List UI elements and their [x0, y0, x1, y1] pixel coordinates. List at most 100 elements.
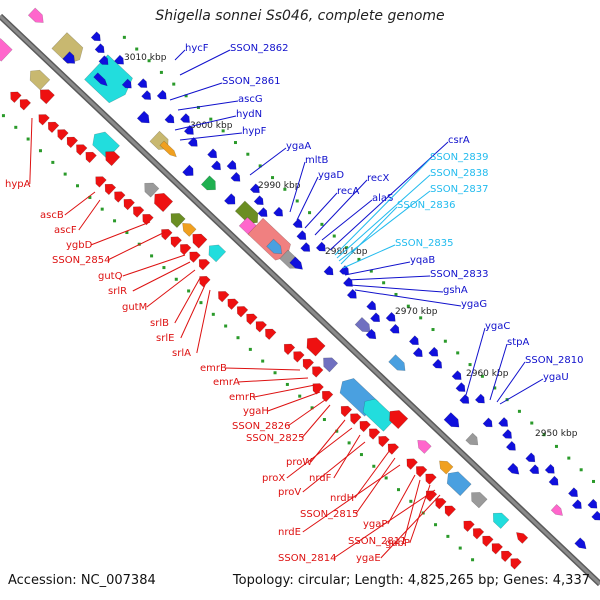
gene-feature: [354, 316, 371, 333]
gene-shape: [154, 193, 174, 213]
gene-shape: [406, 458, 418, 470]
gene-feature: [180, 244, 192, 256]
tick-dot: [14, 125, 18, 129]
gene-feature: [180, 113, 190, 123]
tick-dot: [122, 35, 126, 39]
gene-shape: [510, 558, 522, 570]
tick-dot: [458, 546, 462, 550]
gene-feature: [417, 440, 432, 454]
tick-dot: [443, 339, 447, 343]
gene-shape: [346, 288, 357, 299]
gene-shape: [123, 198, 135, 211]
gene-feature: [300, 242, 311, 252]
gene-feature: [170, 213, 186, 228]
gene-label: ascB: [40, 210, 64, 221]
gene-shape: [84, 54, 133, 104]
gene-shape: [482, 535, 494, 547]
gene-feature: [502, 428, 512, 439]
gene-shape: [446, 471, 472, 497]
tick-dot: [446, 534, 450, 538]
label-leader-line: [180, 284, 206, 339]
gene-shape: [164, 113, 175, 124]
tick-dot: [468, 363, 472, 367]
gene-feature: [525, 452, 536, 463]
gene-shape: [472, 528, 485, 540]
label-leader-line: [296, 176, 319, 221]
label-leader-line: [64, 191, 96, 216]
label-leader-line: [287, 399, 326, 427]
gene-feature: [425, 473, 437, 485]
gene-label: ygaU: [543, 372, 569, 383]
gene-shape: [29, 69, 51, 91]
gene-shape: [180, 244, 192, 256]
gene-label: SSON_2826: [232, 421, 291, 432]
gene-shape: [253, 195, 264, 205]
gene-shape: [283, 343, 296, 356]
gene-shape: [465, 432, 479, 446]
gene-shape: [236, 306, 249, 318]
tick-dot: [298, 394, 302, 398]
tick-dot: [369, 269, 373, 273]
gene-label: ygbD: [66, 240, 93, 251]
label-leader-line: [354, 449, 391, 499]
gene-shape: [350, 413, 362, 425]
label-leader-line: [90, 221, 151, 246]
label-leader-line: [179, 49, 231, 76]
gene-feature: [439, 460, 454, 475]
gene-shape: [439, 460, 454, 475]
tick-dot: [357, 257, 361, 261]
label-leader-line: [289, 161, 306, 213]
label-leader-line: [196, 289, 211, 354]
gene-label: ygaC: [485, 321, 510, 332]
gene-label: proX: [262, 473, 285, 484]
gene-feature: [0, 38, 13, 62]
gene-shape: [62, 51, 76, 64]
scale-label: 2970 kbp: [395, 307, 438, 317]
tick-dot: [592, 479, 596, 483]
gene-shape: [378, 435, 390, 448]
tick-dot: [419, 316, 423, 320]
gene-feature: [289, 256, 303, 270]
gene-shape: [296, 230, 307, 240]
gene-feature: [505, 440, 516, 451]
gene-feature: [340, 405, 353, 418]
gene-shape: [455, 382, 466, 392]
label-leader-line: [496, 361, 526, 403]
gene-shape: [218, 291, 230, 303]
label-leader-line: [333, 489, 436, 559]
gene-shape: [571, 499, 582, 509]
gene-shape: [408, 335, 419, 346]
gene-shape: [230, 171, 241, 182]
gene-label: SSON_2837: [430, 184, 489, 195]
gene-feature: [198, 259, 211, 271]
gene-label: nrdH: [330, 493, 354, 504]
gene-feature: [482, 535, 494, 547]
gene-label: srlE: [156, 333, 174, 344]
gene-shape: [568, 487, 578, 498]
gene-feature: [516, 532, 529, 544]
gene-feature: [98, 55, 109, 65]
gene-label: SSON_2854: [52, 255, 111, 266]
gene-label: SSON_2825: [246, 433, 305, 444]
gene-shape: [474, 393, 485, 404]
gene-shape: [428, 346, 439, 357]
tick-dot: [384, 476, 388, 480]
gene-shape: [182, 164, 194, 176]
gene-feature: [39, 89, 55, 105]
tick-dot: [372, 464, 376, 468]
gene-feature: [492, 512, 510, 529]
gene-feature: [315, 241, 326, 252]
gene-shape: [459, 394, 470, 404]
tick-dot: [172, 82, 176, 86]
gene-shape: [246, 313, 258, 325]
gene-label: recA: [337, 186, 360, 197]
tick-dot: [248, 347, 252, 351]
tick-dot: [236, 336, 240, 340]
tick-dot: [196, 105, 200, 109]
gene-feature: [136, 110, 150, 124]
label-leader-line: [146, 269, 196, 308]
gene-shape: [183, 125, 194, 135]
gene-shape: [323, 357, 339, 373]
tick-dot: [76, 184, 80, 188]
tick-dot: [1, 114, 5, 118]
